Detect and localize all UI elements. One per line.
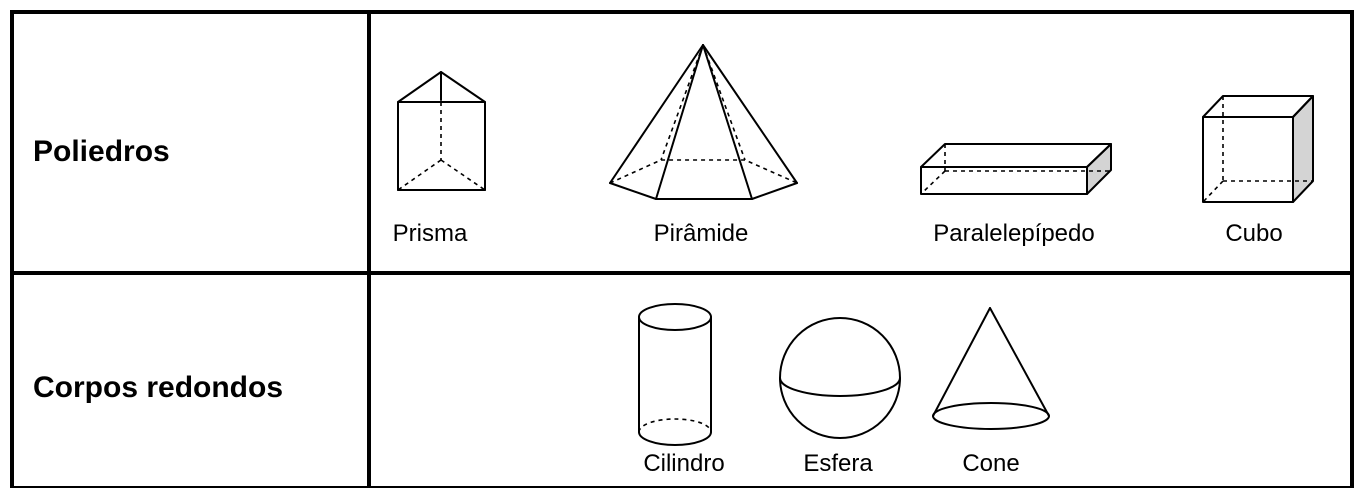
figure-label-paralelepipedo: Paralelepípedo [933,220,1095,247]
table-border [10,10,1354,488]
figure-label-prisma: Prisma [392,220,468,247]
row-heading-poliedros: Poliedros [33,135,170,168]
row-heading-corpos-redondos: Corpos redondos [33,371,284,404]
figure-label-cilindro: Cilindro [643,450,725,477]
figure-label-cone: Cone [962,450,1020,477]
figure-label-piramide: Pirâmide [653,220,749,247]
figure-label-esfera: Esfera [803,450,873,477]
figure-label-cubo: Cubo [1225,220,1283,247]
